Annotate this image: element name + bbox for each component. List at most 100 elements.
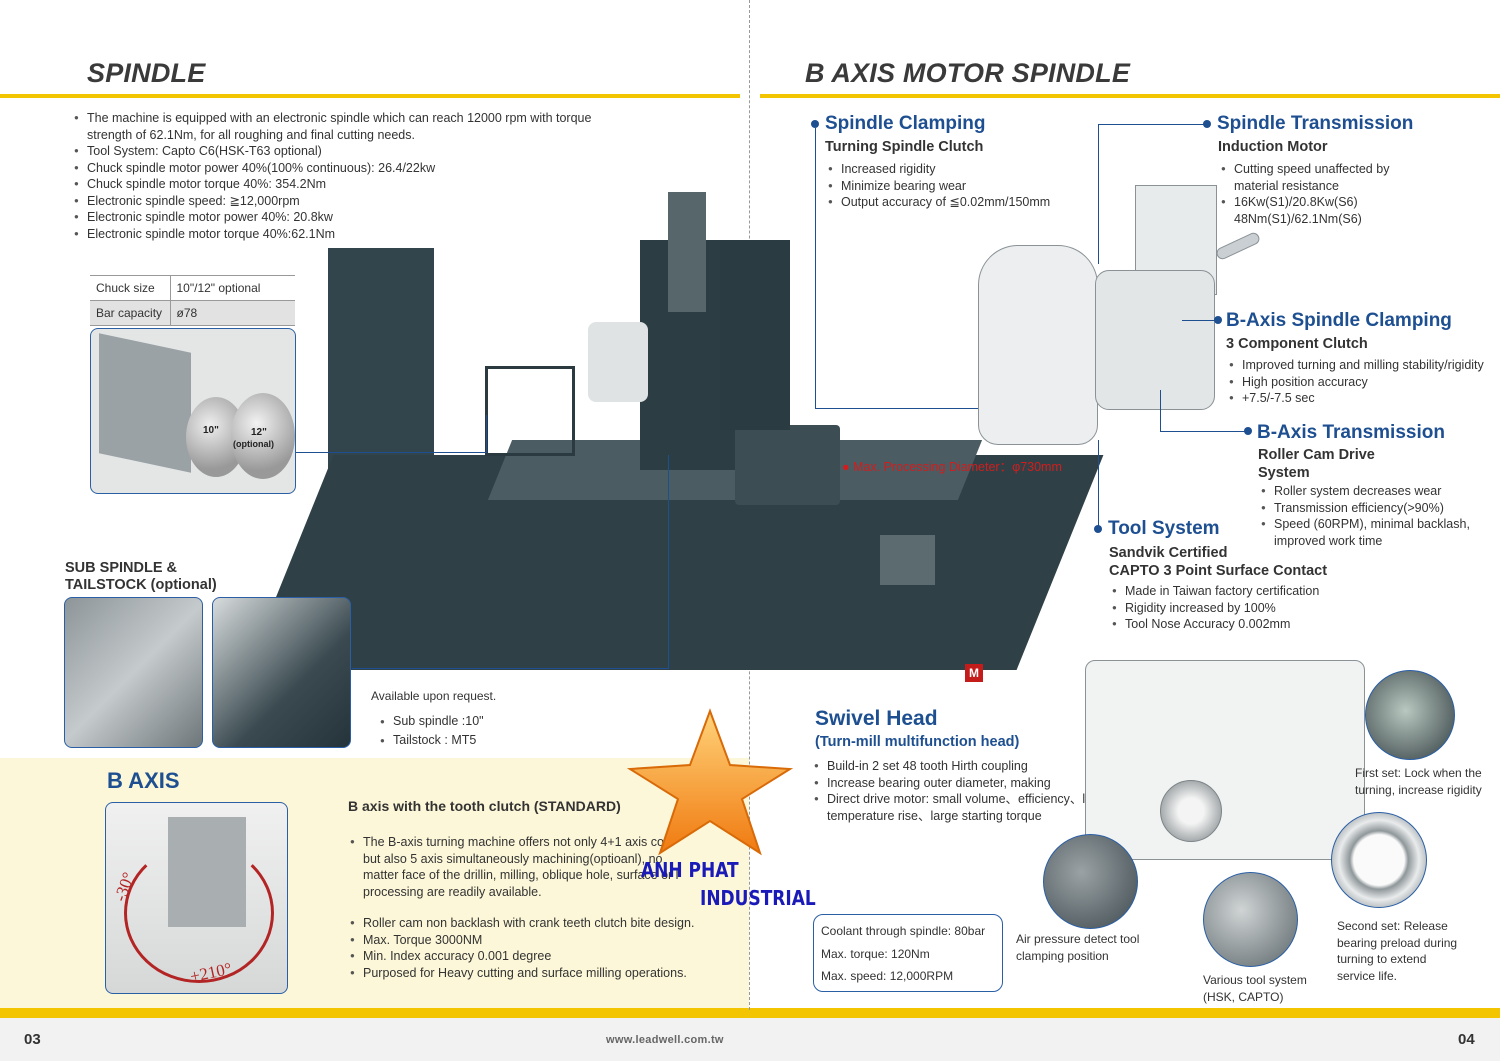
page-number-left: 03 [24, 1031, 41, 1048]
spindle-title: SPINDLE [87, 58, 206, 88]
spindle-clamping-line-v [815, 128, 816, 408]
chuck-12-disc [231, 393, 295, 479]
b-axis-photo: -30° +210° [105, 802, 288, 994]
spindle-transmission-subtitle: Induction Motor [1218, 139, 1328, 155]
swivel-head-bullet: Build-in 2 set 48 tooth Hirth coupling [812, 758, 1112, 775]
sub-spindle-note: Available upon request. [371, 689, 497, 703]
spindle-bullet: The machine is equipped with an electron… [72, 110, 612, 143]
air-pressure-photo [1043, 834, 1138, 929]
coolant-box [813, 914, 1003, 992]
spindle-bullet: Electronic spindle motor power 40%: 20.8… [72, 209, 612, 226]
second-set-photo [1331, 812, 1427, 908]
spindle-transmission-bullets: Cutting speed unaffected by material res… [1219, 161, 1419, 227]
spindle-transmission-bullet: Cutting speed unaffected by material res… [1219, 161, 1419, 194]
max-torque-spec: Max. torque: 120Nm [821, 947, 930, 961]
sub-spindle-photo [64, 597, 203, 748]
air-pressure-caption: Air pressure detect tool clamping positi… [1016, 932, 1140, 963]
spindle-clamping-subtitle: Turning Spindle Clutch [825, 139, 984, 155]
tool-system-bullets: Made in Taiwan factory certification Rig… [1110, 583, 1370, 633]
b-axis-transmission-bullet: Speed (60RPM), minimal backlash, improve… [1259, 516, 1489, 549]
tool-system-subtitle: Sandvik Certified CAPTO 3 Point Surface … [1109, 544, 1327, 580]
title-rule-right [760, 94, 1500, 98]
chuck-photo: 10" 12" (optional) [90, 328, 296, 494]
max-speed-spec: Max. speed: 12,000RPM [821, 969, 954, 983]
first-set-caption: First set: Lock when the turning, increa… [1355, 766, 1482, 797]
sub-spindle-title-line1: SUB SPINDLE & [65, 560, 177, 576]
chuck-12-label: 12" [251, 427, 267, 438]
tailstock [880, 535, 935, 585]
b-axis-para-bullet: The B-axis turning machine offers not on… [348, 834, 688, 900]
swivel-head-title: Swivel Head [815, 707, 938, 730]
b-axis-bullet: Roller cam non backlash with crank teeth… [348, 915, 728, 932]
b-axis-para: The B-axis turning machine offers not on… [348, 834, 688, 900]
chuck-10-label: 10" [203, 425, 219, 436]
tool-system-subtitle-line2: CAPTO 3 Point Surface Contact [1109, 563, 1328, 579]
bottom-yellow-band [0, 1008, 1500, 1018]
right-tower [720, 240, 790, 430]
b-axis-clamping-bullet: +7.5/-7.5 sec [1227, 390, 1497, 407]
b-axis-clamping-subtitle: 3 Component Clutch [1226, 336, 1368, 352]
sub-spindle-title-line2: TAILSTOCK (optional) [65, 577, 217, 593]
side-handle [1214, 230, 1262, 262]
spindle-clamping-title: Spindle Clamping [825, 113, 986, 134]
tool-system-bullet: Rigidity increased by 100% [1110, 600, 1370, 617]
b-axis-transmission-bullets: Roller system decreases wear Transmissio… [1259, 483, 1489, 549]
swivel-head-bullet: Increase bearing outer diameter, making [812, 775, 1112, 792]
website-link[interactable]: www.leadwell.com.tw [606, 1034, 724, 1046]
spindle-bullet: Electronic spindle speed: ≧12,000rpm [72, 193, 612, 210]
tool-system-caption: Various tool system (HSK, CAPTO) [1203, 973, 1307, 1004]
spindle-clamping-bullet: Increased rigidity [826, 161, 1086, 178]
spindle-head [668, 192, 706, 312]
b-clamp-line [1182, 320, 1215, 321]
swivel-head-bullet: Direct drive motor: small volume、efficie… [812, 791, 1112, 824]
tailstock-photo [212, 597, 351, 748]
spindle-bullet: Chuck spindle motor power 40%(100% conti… [72, 160, 612, 177]
swivel-head-bullets: Build-in 2 set 48 tooth Hirth coupling I… [812, 758, 1112, 824]
b-axis-clamping-bullets: Improved turning and milling stability/r… [1227, 357, 1497, 407]
b-trans-line-v [1160, 390, 1161, 431]
spec-value: 10"/12" optional [169, 275, 295, 301]
b-axis-title: B AXIS [107, 768, 180, 793]
first-set-photo [1365, 670, 1455, 760]
page-number-right: 04 [1458, 1031, 1475, 1048]
swivel-spindle-face [1160, 780, 1222, 842]
callout-dot [1244, 427, 1252, 435]
tool-system-bullet: Made in Taiwan factory certification [1110, 583, 1370, 600]
max-diameter-note: ● Max. Processing Diameter：φ730mm [842, 460, 1062, 474]
tool-system-subtitle-line1: Sandvik Certified [1109, 545, 1228, 561]
sub-spindle-bullet: Sub spindle :10" [378, 712, 578, 731]
b-axis-bullet: Min. Index accuracy 0.001 degree [348, 948, 728, 965]
star-icon [626, 708, 794, 856]
b-axis-transmission-bullet: Roller system decreases wear [1259, 483, 1489, 500]
chuck-connector [296, 452, 486, 453]
footer-bar [0, 1018, 1500, 1061]
sub-spindle-bullet: Tailstock : MT5 [378, 731, 578, 750]
callout-dot [1203, 120, 1211, 128]
coolant-spec: Coolant through spindle: 80bar [821, 924, 986, 938]
callout-dot [1094, 525, 1102, 533]
spindle-clamping-bullet: Output accuracy of ≦0.02mm/150mm [826, 194, 1086, 211]
b-axis-bullets: Roller cam non backlash with crank teeth… [348, 915, 728, 981]
second-set-caption: Second set: Release bearing preload duri… [1337, 919, 1458, 983]
b-trans-line-h [1160, 431, 1246, 432]
b-axis-body [1095, 270, 1215, 410]
spindle-clamping-line-h [815, 408, 990, 409]
callout-dot [1214, 316, 1222, 324]
b-axis-bullet: Purposed for Heavy cutting and surface m… [348, 965, 728, 982]
b-axis-clamping-bullet: Improved turning and milling stability/r… [1227, 357, 1497, 374]
b-axis-clamping-title: B-Axis Spindle Clamping [1226, 310, 1452, 331]
enclosure-frame [485, 366, 575, 456]
b-axis-transmission-bullet: Transmission efficiency(>90%) [1259, 500, 1489, 517]
spindle-transmission-line-v [1098, 124, 1099, 264]
b-axis-transmission-subtitle-line1: Roller Cam Drive [1258, 447, 1375, 463]
spindle-bullet: Electronic spindle motor torque 40%:62.1… [72, 226, 612, 243]
spec-table: Chuck size 10"/12" optional Bar capacity… [90, 275, 295, 326]
sub-spindle-bullets: Sub spindle :10" Tailstock : MT5 [378, 712, 578, 750]
swivel-head-subtitle: (Turn-mill multifunction head) [815, 734, 1020, 750]
spindle-clamping-bullet: Minimize bearing wear [826, 178, 1086, 195]
watermark-line1: ANH PHAT [641, 858, 739, 882]
b-axis-clamping-bullet: High position accuracy [1227, 374, 1497, 391]
b-axis-transmission-subtitle-line2: System [1258, 465, 1310, 481]
spindle-clamping-bullets: Increased rigidity Minimize bearing wear… [826, 161, 1086, 211]
b-axis-head-white [588, 322, 648, 402]
